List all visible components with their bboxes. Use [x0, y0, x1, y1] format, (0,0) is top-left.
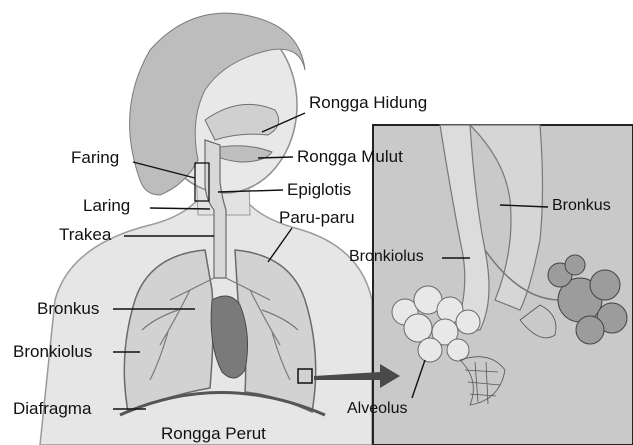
label-laring: Laring: [83, 197, 130, 214]
label-rongga-hidung: Rongga Hidung: [309, 94, 427, 111]
label-bronkiolus: Bronkiolus: [13, 343, 92, 360]
label-diafragma: Diafragma: [13, 400, 91, 417]
label-paru-paru: Paru-paru: [279, 209, 355, 226]
label-faring: Faring: [71, 149, 119, 166]
label-trakea: Trakea: [59, 226, 111, 243]
inset-label-alveolus: Alveolus: [347, 401, 407, 417]
label-bronkus: Bronkus: [37, 300, 99, 317]
label-rongga-perut: Rongga Perut: [161, 425, 266, 442]
label-epiglotis: Epiglotis: [287, 181, 351, 198]
inset-label-bronkiolus: Bronkiolus: [349, 249, 424, 265]
label-rongga-mulut: Rongga Mulut: [297, 148, 403, 165]
inset-label-bronkus: Bronkus: [552, 198, 611, 214]
